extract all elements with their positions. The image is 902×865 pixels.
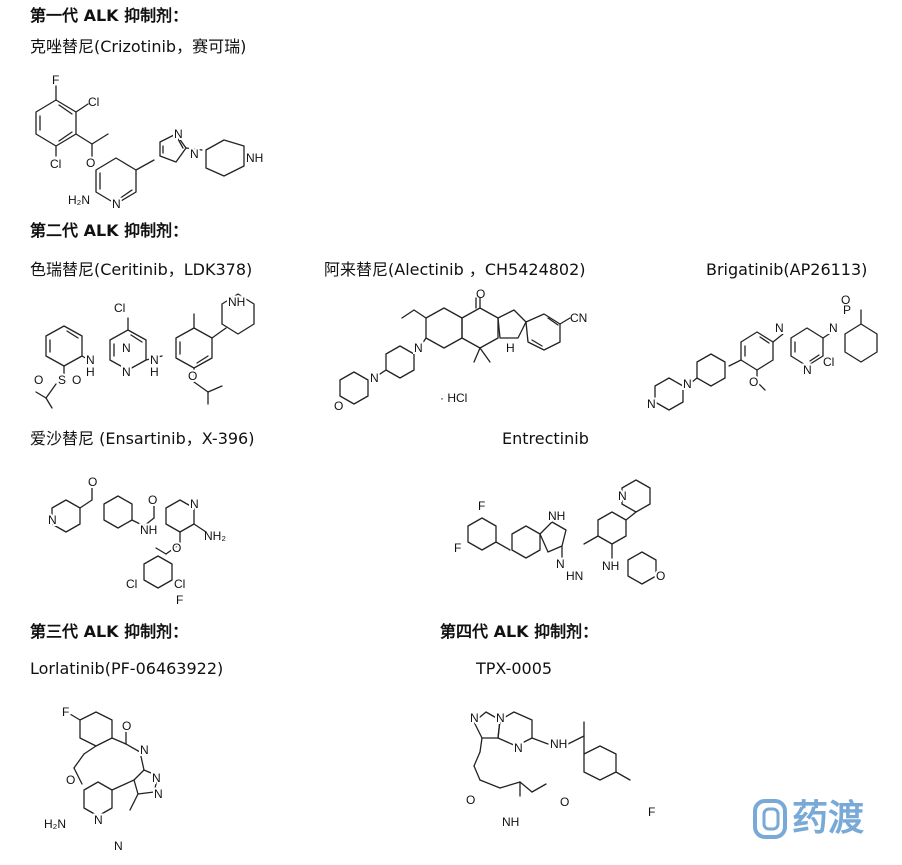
tpx-label: TPX-0005 <box>476 659 553 678</box>
ensartinib-structure: O N NH O N NH₂ O Cl Cl F <box>46 473 226 607</box>
gen3-heading: 第三代 ALK 抑制剂： <box>30 622 189 641</box>
tpx-f: F <box>648 805 655 819</box>
brigatinib-structure: N N N Cl P O O N N <box>645 293 878 413</box>
entrectinib-label: Entrectinib <box>502 429 589 448</box>
ceritinib-n1: N <box>122 341 131 355</box>
crizotinib-nh: NH <box>246 151 263 165</box>
ceritinib-h1: H <box>86 365 95 379</box>
yaodu-logo: 药渡 <box>752 795 892 845</box>
entrectinib-n2: N <box>618 489 627 503</box>
entrectinib-nh2: NH <box>602 559 619 573</box>
crizotinib-label: 克唑替尼(Crizotinib，赛可瑞) <box>30 37 247 56</box>
gen2-heading: 第二代 ALK 抑制剂： <box>30 221 189 240</box>
ceritinib-structure: Cl N N N H N H O S O O NH <box>32 293 255 409</box>
brigatinib-cl: Cl <box>823 355 834 369</box>
yaodu-logo-word: 药渡 <box>792 798 865 839</box>
ceritinib-o3: O <box>188 369 197 383</box>
ensartinib-nh2: NH₂ <box>204 529 226 543</box>
ensartinib-cl2: Cl <box>174 577 185 591</box>
alectinib-o: O <box>476 287 485 301</box>
crizotinib-n-pz1: N <box>174 127 183 141</box>
ceritinib-s: S <box>58 373 66 387</box>
alectinib-n2: N <box>370 371 379 385</box>
crizotinib-cl1: Cl <box>88 95 99 109</box>
ensartinib-label: 爱沙替尼 (Ensartinib，X-396) <box>30 429 255 448</box>
lorlatinib-o2: O <box>66 773 75 787</box>
brigatinib-nh2: N <box>829 321 838 335</box>
lorlatinib-structure: F O N O N N H₂N N N <box>44 703 165 853</box>
lorlatinib-n3: N <box>154 787 163 801</box>
brigatinib-o: O <box>841 293 850 307</box>
crizotinib-cl2: Cl <box>50 157 61 171</box>
alectinib-label: 阿来替尼(Alectinib ，CH5424802) <box>324 260 586 279</box>
alectinib-nh: H <box>506 341 515 355</box>
brigatinib-nh1: N <box>775 321 784 335</box>
alectinib-cn: CN <box>570 311 587 325</box>
ensartinib-n1: N <box>48 513 57 527</box>
ceritinib-nh1: N <box>86 353 95 367</box>
alectinib-n1: N <box>414 341 423 355</box>
tpx-nh1: NH <box>550 737 567 751</box>
entrectinib-o: O <box>656 569 665 583</box>
ceritinib-label: 色瑞替尼(Ceritinib，LDK378) <box>30 260 253 279</box>
tpx-nh2: NH <box>502 815 519 829</box>
ceritinib-o1: O <box>34 373 43 387</box>
crizotinib-n-pz2: N <box>190 147 199 161</box>
ceritinib-h2: H <box>150 365 159 379</box>
lorlatinib-n1: N <box>140 743 149 757</box>
lorlatinib-o1: O <box>122 719 131 733</box>
ensartinib-o1: O <box>88 475 97 489</box>
brigatinib-p: P <box>843 303 851 317</box>
brigatinib-n3: N <box>683 377 692 391</box>
ensartinib-nh: NH <box>140 523 157 537</box>
tpx-o1: O <box>466 793 475 807</box>
lorlatinib-label: Lorlatinib(PF-06463922) <box>30 659 224 678</box>
gen1-heading: 第一代 ALK 抑制剂： <box>30 6 189 25</box>
lorlatinib-cn: N <box>114 839 123 853</box>
ensartinib-o3: O <box>172 541 181 555</box>
ensartinib-f: F <box>176 593 183 607</box>
crizotinib-structure: F Cl Cl O H₂N N N N NH <box>35 73 265 213</box>
ceritinib-o2: O <box>72 373 81 387</box>
lorlatinib-f: F <box>62 705 69 719</box>
ceritinib-n2: N <box>122 365 131 379</box>
brigatinib-n4: N <box>647 397 656 411</box>
alectinib-o2: O <box>334 399 343 413</box>
lorlatinib-h2n: H₂N <box>44 817 66 831</box>
tpx-o2: O <box>560 795 569 809</box>
entrectinib-f1: F <box>478 499 485 513</box>
entrectinib-nh: NH <box>548 509 565 523</box>
brigatinib-n: N <box>803 363 812 377</box>
alectinib-hcl: · HCl <box>440 391 467 405</box>
brigatinib-o2: O <box>749 375 758 389</box>
lorlatinib-n4: N <box>94 813 103 827</box>
crizotinib-h2n: H₂N <box>68 193 90 207</box>
tpx-n1: N <box>470 711 479 725</box>
alectinib-structure: O CN H N N O · HCl <box>332 287 587 415</box>
brigatinib-label: Brigatinib(AP26113) <box>706 260 868 279</box>
crizotinib-n-py: N <box>112 197 121 211</box>
ceritinib-nh2: N <box>150 353 159 367</box>
ensartinib-o2: O <box>148 493 157 507</box>
ensartinib-cl1: Cl <box>126 577 137 591</box>
ceritinib-cl: Cl <box>114 301 125 315</box>
tpx-n2: N <box>496 711 505 725</box>
crizotinib-f: F <box>52 73 59 87</box>
entrectinib-n: N <box>556 557 565 571</box>
entrectinib-hn: HN <box>566 569 583 583</box>
ceritinib-nh3: NH <box>228 295 245 309</box>
gen4-heading: 第四代 ALK 抑制剂： <box>440 622 599 641</box>
tpx-structure: N N N NH O NH O F <box>464 709 655 831</box>
tpx-n3: N <box>514 741 523 755</box>
crizotinib-o: O <box>86 156 95 170</box>
ensartinib-n2: N <box>190 497 199 511</box>
lorlatinib-n2: N <box>152 771 161 785</box>
entrectinib-f2: F <box>454 541 461 555</box>
yaodu-logo-icon <box>753 799 787 839</box>
entrectinib-structure: F F NH N HN NH N O <box>454 479 667 585</box>
